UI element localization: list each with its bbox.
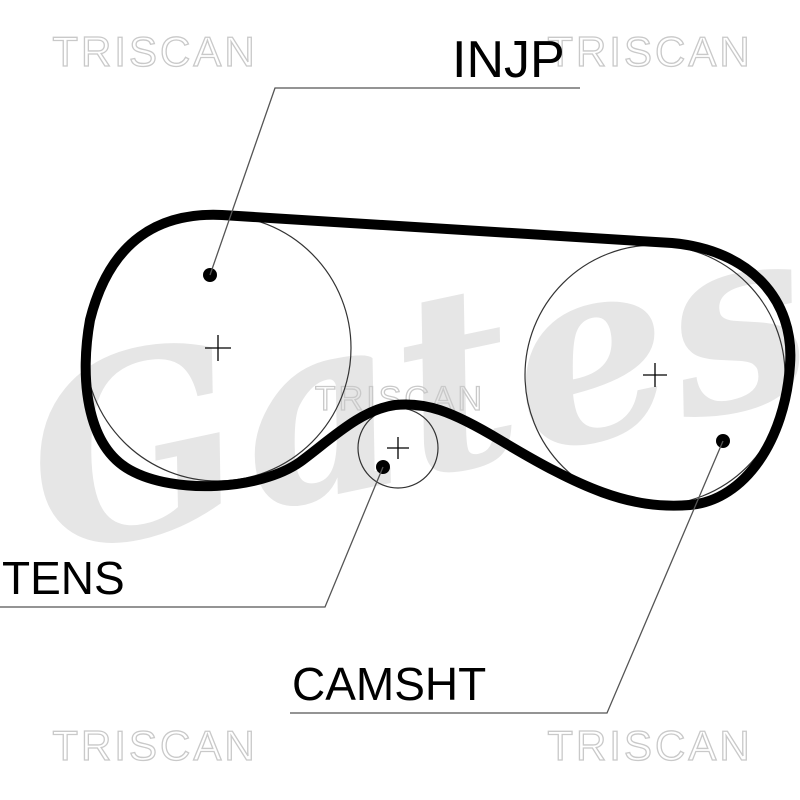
tensioner-center-mark <box>387 437 409 459</box>
pulley-center-marks <box>205 335 667 459</box>
camsht-leader-line <box>290 440 724 714</box>
watermark-top-left: TRISCAN <box>52 28 257 75</box>
camsht-label: CAMSHT <box>292 658 486 710</box>
tens-label: TENS <box>2 552 125 604</box>
injp-leader-line <box>209 87 580 276</box>
injp-label: INJP <box>452 31 565 89</box>
injection-pump-center-mark <box>205 335 231 361</box>
tens-leader-line <box>0 466 384 608</box>
leader-lines <box>0 87 724 714</box>
camshaft-center-mark <box>643 363 667 387</box>
watermarks: TRISCAN TRISCAN TRISCAN TRISCAN TRISCAN <box>52 27 752 769</box>
watermark-top-right: TRISCAN <box>547 28 752 75</box>
watermark-bottom-right: TRISCAN <box>547 722 752 769</box>
timing-belt <box>80 209 796 511</box>
watermark-bottom-left: TRISCAN <box>52 722 257 769</box>
